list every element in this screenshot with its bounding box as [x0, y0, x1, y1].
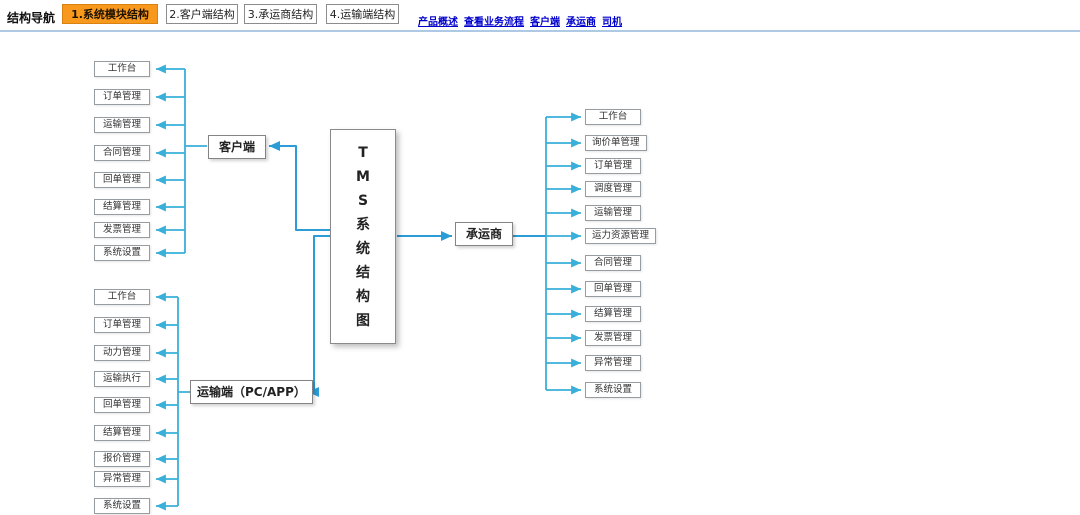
client-item: 订单管理	[94, 89, 150, 105]
carrier-node: 承运商	[455, 222, 514, 246]
top-navbar: 结构导航 1.系统模块结构 2.客户端结构 3.承运商结构 4.运输端结构 产品概述查…	[0, 0, 1080, 32]
center-node-char: 系	[356, 216, 370, 233]
center-node-char: 结	[356, 264, 370, 281]
tab-system-module-structure[interactable]: 1.系统模块结构	[62, 4, 158, 24]
center-node-char: 图	[356, 312, 370, 329]
client-node: 客户端	[208, 135, 267, 159]
transport-item: 订单管理	[94, 317, 150, 333]
carrier-item: 运输管理	[585, 205, 641, 221]
carrier-item: 工作台	[585, 109, 641, 125]
carrier-item: 结算管理	[585, 306, 641, 322]
carrier-item: 合同管理	[585, 255, 641, 271]
transport-node: 运输端（PC/APP）	[190, 380, 313, 404]
carrier-item: 回单管理	[585, 281, 641, 297]
carrier-item: 发票管理	[585, 330, 641, 346]
nav-title: 结构导航	[7, 11, 56, 25]
client-item: 运输管理	[94, 117, 150, 133]
center-node-char: 构	[356, 288, 370, 305]
transport-item: 系统设置	[94, 498, 150, 514]
link-carrier[interactable]: 承运商	[566, 17, 596, 28]
transport-item: 异常管理	[94, 471, 150, 487]
carrier-item: 系统设置	[585, 382, 641, 398]
center-node-char: 统	[356, 240, 370, 257]
link-driver[interactable]: 司机	[602, 17, 622, 28]
tab-transport-structure[interactable]: 4.运输端结构	[326, 4, 399, 24]
center-node-char: S	[357, 192, 369, 209]
carrier-item: 订单管理	[585, 158, 641, 174]
client-item: 结算管理	[94, 199, 150, 215]
transport-item: 运输执行	[94, 371, 150, 387]
client-item: 工作台	[94, 61, 150, 77]
link-product-overview[interactable]: 产品概述	[418, 17, 458, 28]
carrier-item: 运力资源管理	[585, 228, 657, 244]
link-business-flow[interactable]: 查看业务流程	[464, 17, 524, 28]
client-item: 回单管理	[94, 172, 150, 188]
client-item: 发票管理	[94, 222, 150, 238]
carrier-item: 询价单管理	[585, 135, 647, 151]
carrier-item: 调度管理	[585, 181, 641, 197]
tab-carrier-structure[interactable]: 3.承运商结构	[244, 4, 317, 24]
link-client[interactable]: 客户端	[530, 17, 560, 28]
client-item: 合同管理	[94, 145, 150, 161]
transport-item: 回单管理	[94, 397, 150, 413]
transport-item: 工作台	[94, 289, 150, 305]
transport-item: 结算管理	[94, 425, 150, 441]
center-node-char: T	[358, 144, 368, 161]
tab-client-structure[interactable]: 2.客户端结构	[166, 4, 238, 24]
transport-item: 动力管理	[94, 345, 150, 361]
carrier-item: 异常管理	[585, 355, 641, 371]
client-item: 系统设置	[94, 245, 150, 261]
transport-item: 报价管理	[94, 451, 150, 467]
center-node-char: M	[356, 168, 370, 185]
